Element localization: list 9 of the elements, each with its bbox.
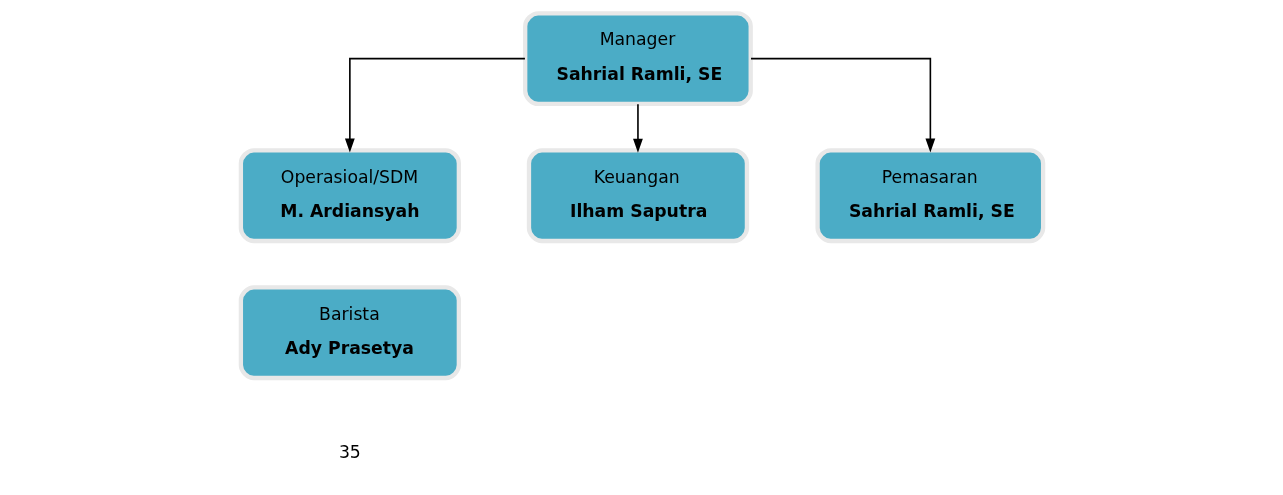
- arrow: [749, 57, 935, 152]
- node-box: Manager Sahrial Ramli, SE: [522, 10, 753, 106]
- arrow: [344, 57, 526, 152]
- node-box: Operasioal/SDM M. Ardiansyah: [238, 147, 461, 243]
- node-box: Pemasaran Sahrial Ramli, SE: [814, 147, 1045, 243]
- label: 35: [338, 441, 361, 462]
- node-box: Barista Ady Prasetya: [238, 284, 461, 380]
- arrow: [632, 102, 643, 153]
- node-box: Keuangan Ilham Saputra: [526, 147, 749, 243]
